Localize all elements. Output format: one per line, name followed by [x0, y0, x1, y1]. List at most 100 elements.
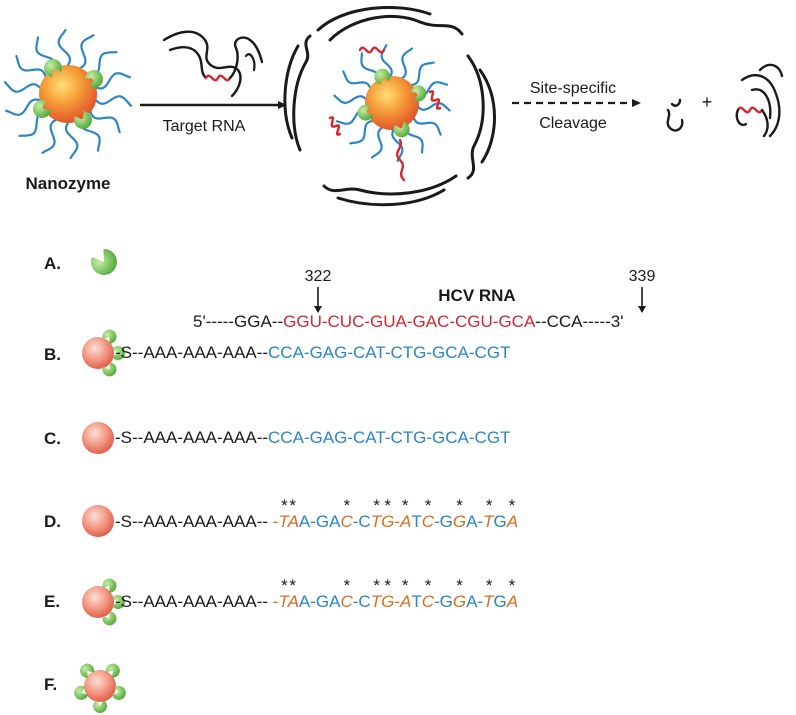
modification-star: *	[509, 576, 516, 595]
bound-rna-arc	[322, 174, 458, 196]
probe-segment: T	[371, 592, 383, 611]
dna-strand	[64, 118, 79, 160]
hcv-target-sequence: GGU-CUC-GUA-GAC-CGU-GCA	[283, 312, 536, 331]
modification-star: *	[344, 576, 351, 595]
hcv-right-flank: --CCA-----3'	[535, 312, 623, 331]
enzyme-pacman	[33, 100, 51, 118]
probe-segment: C	[422, 592, 435, 611]
probe-segment: -G	[434, 512, 453, 531]
probe-segment: -	[394, 512, 400, 531]
plus-sign: +	[702, 92, 713, 112]
enzyme-pacman	[80, 663, 95, 678]
row-b-linker: -S--AAA-AAA-AAA--	[115, 343, 268, 362]
probe-segment: C	[340, 592, 353, 611]
row-c-probe: CCA-GAG-CAT-CTG-GCA-CGT	[268, 428, 510, 447]
dna-strand	[41, 117, 60, 154]
probe-segment: G	[494, 512, 507, 531]
probe-segment: A	[506, 592, 518, 611]
probe-segment: -C	[353, 512, 371, 531]
bound-rna-arc	[478, 68, 496, 164]
row-c-sequence: -S--AAA-AAA-AAA--CCA-GAG-CAT-CTG-GCA-CGT	[115, 428, 510, 447]
probe-segment: A-	[466, 592, 483, 611]
dna-strand	[333, 94, 370, 105]
dna-strand	[92, 95, 133, 107]
hcv-rna-sequence: 5'-----GGA--GGU-CUC-GUA-GAC-CGU-GCA--CCA…	[193, 312, 624, 331]
hybrid-segment	[428, 90, 442, 110]
bound-rna-arc	[292, 34, 312, 152]
probe-segment: -C	[353, 592, 371, 611]
modification-star: *	[425, 576, 432, 595]
enzyme-pacman	[112, 685, 126, 700]
position-322: 322	[305, 268, 332, 285]
nanozyme-label: Nanozyme	[25, 174, 110, 193]
enzyme-pacman	[74, 685, 88, 700]
row-f-letter: F.	[44, 675, 57, 694]
hybridized-rna-segments	[328, 46, 442, 182]
row-e-modification-stars: **********	[281, 576, 516, 595]
probe-segment: T	[411, 592, 421, 611]
dna-strand	[91, 72, 131, 90]
probe-segment: G	[381, 512, 394, 531]
row-a-enzyme-icon	[90, 248, 117, 275]
probe-segment: C	[340, 512, 353, 531]
modification-star: *	[486, 496, 493, 515]
complex-enzyme-pacmen	[357, 68, 427, 138]
probe-segment: T	[278, 512, 290, 531]
enzyme-pacman	[93, 700, 108, 714]
gold-particle	[82, 337, 114, 369]
enzyme-pacman	[112, 595, 126, 609]
probe-segment: G	[494, 592, 507, 611]
probe-segment: A-GA	[299, 592, 341, 611]
dna-strand	[88, 107, 121, 134]
row-e-sequence: -S--AAA-AAA-AAA-- -TAA-GAC-CTG-ATC-GGA-T…	[115, 592, 518, 611]
modification-star: *	[456, 576, 463, 595]
enzyme-pacman	[102, 578, 117, 593]
row-d-letter: D.	[44, 512, 61, 531]
probe-segment: C	[422, 512, 435, 531]
dna-strand	[342, 70, 373, 92]
enzyme-pacman	[85, 70, 103, 88]
probe-segment: -	[273, 592, 279, 611]
dna-strand	[15, 54, 48, 81]
probe-segment: A	[399, 512, 411, 531]
gold-particle	[84, 670, 116, 702]
complex-gold-core	[365, 76, 419, 130]
modification-star: *	[373, 496, 380, 515]
enzyme-pacman	[102, 329, 117, 344]
probe-segment: -G	[434, 592, 453, 611]
bound-rna-arc	[316, 5, 432, 32]
modification-star: *	[281, 576, 288, 595]
modification-star: *	[402, 576, 409, 595]
bound-rna-arc	[283, 44, 300, 140]
probe-segment: A-	[466, 512, 483, 531]
dna-strand	[391, 125, 404, 162]
probe-segment: A	[287, 592, 299, 611]
row-b-sequence: -S--AAA-AAA-AAA--CCA-GAG-CAT-CTG-GCA-CGT	[115, 343, 510, 362]
bound-rna-arc	[336, 188, 446, 207]
row-e-linker: -S--AAA-AAA-AAA--	[115, 592, 268, 611]
probe-segment: A	[399, 592, 411, 611]
enzyme-pacman	[357, 104, 374, 121]
bound-rna-strands	[283, 5, 496, 207]
row-b-probe: CCA-GAG-CAT-CTG-GCA-CGT	[268, 343, 510, 362]
probe-segment: A	[287, 512, 299, 531]
modification-star: *	[373, 576, 380, 595]
gold-particle	[82, 586, 114, 618]
probe-segment: T	[371, 512, 383, 531]
dna-strand	[370, 124, 386, 159]
row-e-letter: E.	[44, 592, 60, 611]
probe-segment: -	[273, 512, 279, 531]
modification-star: *	[402, 496, 409, 515]
modification-star: *	[344, 496, 351, 515]
enzyme-pacman	[374, 68, 391, 85]
enzyme-pacman	[102, 362, 117, 377]
dna-strand	[398, 47, 414, 82]
target-rna-label: Target RNA	[163, 118, 246, 135]
modification-star: *	[425, 496, 432, 515]
hybrid-segment	[358, 46, 386, 54]
position-339: 339	[629, 268, 656, 285]
row-a-letter: A.	[44, 254, 61, 273]
nanozyme-rna-complex	[283, 5, 496, 207]
row-b-letter: B.	[44, 345, 61, 364]
hybrid-segment	[328, 116, 342, 136]
